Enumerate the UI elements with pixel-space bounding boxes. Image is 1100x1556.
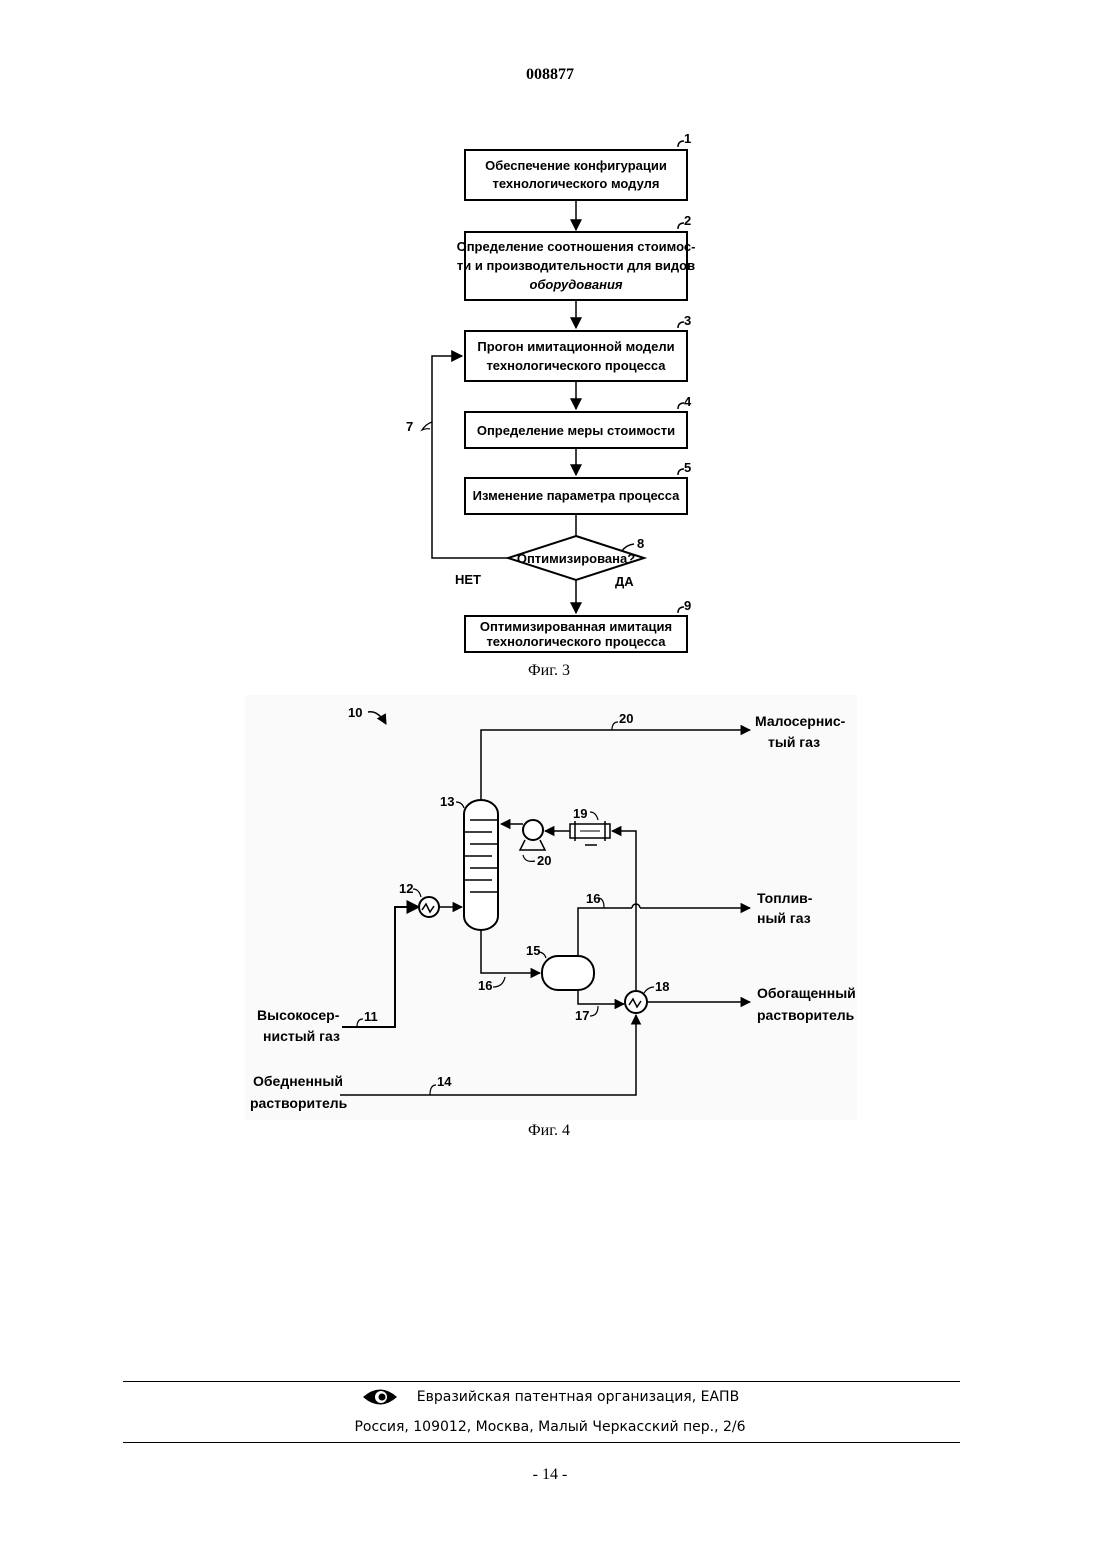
heat-exchanger-18 [625,991,647,1013]
footer-divider-top [123,1381,960,1382]
label-20-pump: 20 [537,853,551,868]
footer-address: Россия, 109012, Москва, Малый Черкасский… [0,1419,1100,1435]
sour-gas-label-1: Высокосер- [257,1007,340,1023]
flow-block-1-line-2: технологического модуля [493,176,660,191]
flow-block-2-line-2: ти и производительности для видов [457,258,695,273]
flow-block-2-number: 2 [684,213,691,228]
flow-block-1: Обеспечение конфигурации технологическог… [465,131,691,200]
decision-number: 8 [637,536,644,551]
footer-organization: Евразийская патентная организация, ЕАПВ [0,1386,1100,1412]
decision-no-label: НЕТ [455,572,481,587]
flow-block-3: Прогон имитационной модели технологическ… [465,313,691,381]
eapo-logo-icon [361,1386,399,1408]
loop-number: 7 [406,419,413,434]
loop-arrow [432,356,508,558]
flow-block-4: Определение меры стоимости 4 [465,394,692,448]
flow-block-5-number: 5 [684,460,691,475]
flow-block-3-line-1: Прогон имитационной модели [477,339,674,354]
decision-yes-label: ДА [615,574,634,589]
flow-block-2-line-3: оборудования [529,277,622,292]
label-11: 11 [364,1009,378,1024]
flow-block-3-number: 3 [684,313,691,328]
flow-block-5: Изменение параметра процесса 5 [465,460,691,514]
flow-block-9-line-2: технологического процесса [486,634,666,649]
flow-block-9-number: 9 [684,598,691,613]
heat-exchanger-12 [419,897,439,917]
fig4-ref-number: 10 [348,705,362,720]
label-20-top: 20 [619,711,633,726]
flow-block-5-line-1: Изменение параметра процесса [473,488,681,503]
flow-block-9-line-1: Оптимизированная имитация [480,619,672,634]
sweet-gas-label-1: Малосернис- [755,713,846,729]
figure-4-caption: Фиг. 4 [528,1122,570,1139]
flow-block-4-line-1: Определение меры стоимости [477,423,675,438]
figure-3-caption: Фиг. 3 [528,662,570,679]
label-13: 13 [440,794,454,809]
footer-divider-bottom [123,1442,960,1443]
fuel-gas-label-1: Топлив- [757,890,813,906]
fuel-gas-label-2: ный газ [757,910,811,926]
label-18: 18 [655,979,669,994]
label-15: 15 [526,943,540,958]
flash-drum [542,956,594,990]
label-17: 17 [575,1008,589,1023]
label-14: 14 [437,1074,452,1089]
label-19: 19 [573,806,587,821]
flow-block-9: Оптимизированная имитация технологическо… [465,598,691,652]
flow-block-1-number: 1 [684,131,691,146]
absorber-column [464,800,498,930]
flow-block-1-line-1: Обеспечение конфигурации [485,158,667,173]
sweet-gas-label-2: тый газ [768,734,820,750]
lean-solvent-label-1: Обедненный [253,1073,343,1089]
decision-text: Оптимизирована? [517,551,635,566]
flow-block-2-line-1: Определение соотношения стоимос- [457,239,696,254]
rich-solvent-label-2: растворитель [757,1007,855,1023]
figure-4-process-diagram: 10 13 20 Малосернис- тый газ 20 19 [0,690,1100,1150]
rich-solvent-label-1: Обогащенный [757,985,856,1001]
flow-block-3-line-2: технологического процесса [486,358,666,373]
figure-3-flowchart: Обеспечение конфигурации технологическог… [0,0,1100,700]
label-16-bottom: 16 [478,978,492,993]
label-12: 12 [399,881,413,896]
flow-decision-8: Оптимизирована? 8 НЕТ ДА [455,536,644,589]
lean-solvent-label-2: растворитель [250,1095,348,1111]
footer-org-text: Евразийская патентная организация, ЕАПВ [417,1389,739,1405]
sour-gas-label-2: нистый газ [263,1028,340,1044]
flow-block-4-number: 4 [684,394,692,409]
page-number: - 14 - [0,1466,1100,1484]
